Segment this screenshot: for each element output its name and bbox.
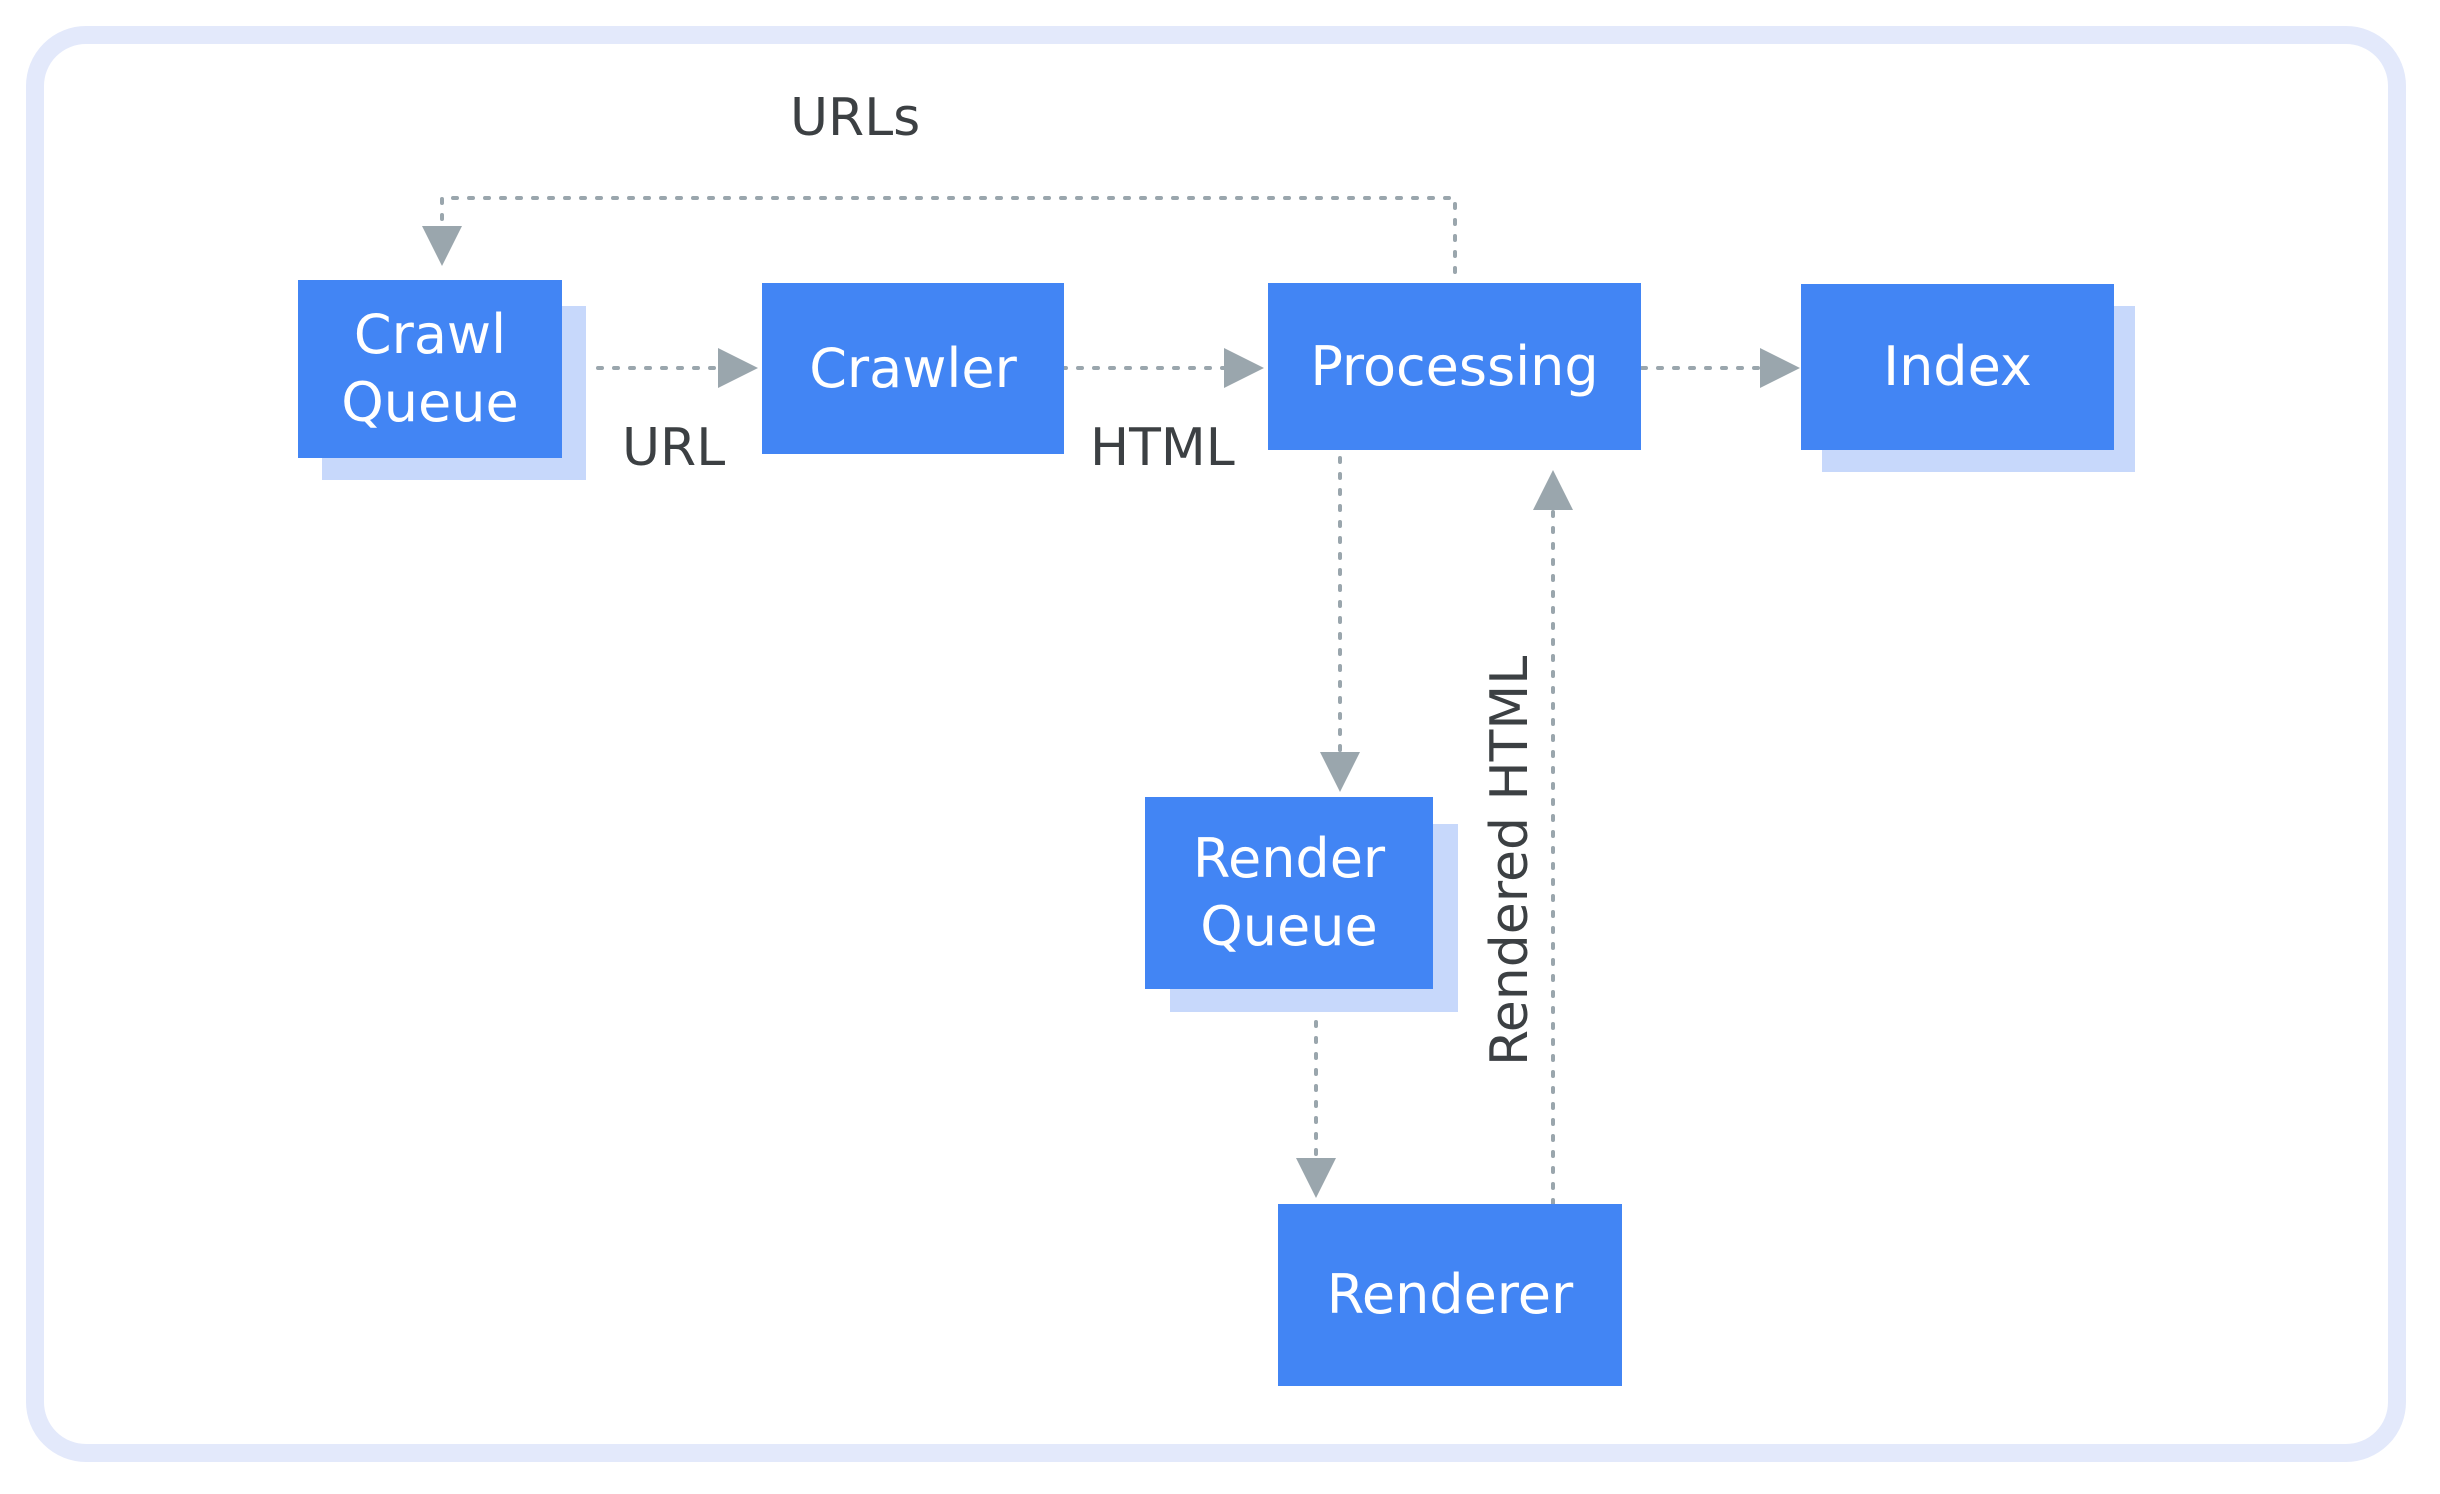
crawl-queue-box: Crawl Queue <box>298 280 562 458</box>
renderer-box: Renderer <box>1278 1204 1622 1386</box>
edge-label-html: HTML <box>1090 418 1235 478</box>
render-queue-box: Render Queue <box>1145 797 1433 989</box>
edge-label-rendered-html: Rendered HTML <box>1480 655 1540 1066</box>
crawler-box: Crawler <box>762 283 1064 454</box>
processing-box: Processing <box>1268 283 1641 450</box>
edge-label-urls: URLs <box>790 88 921 148</box>
arrow-processing-to-crawl-queue <box>422 196 1457 274</box>
index-box: Index <box>1801 284 2114 450</box>
edge-label-url: URL <box>622 418 726 478</box>
